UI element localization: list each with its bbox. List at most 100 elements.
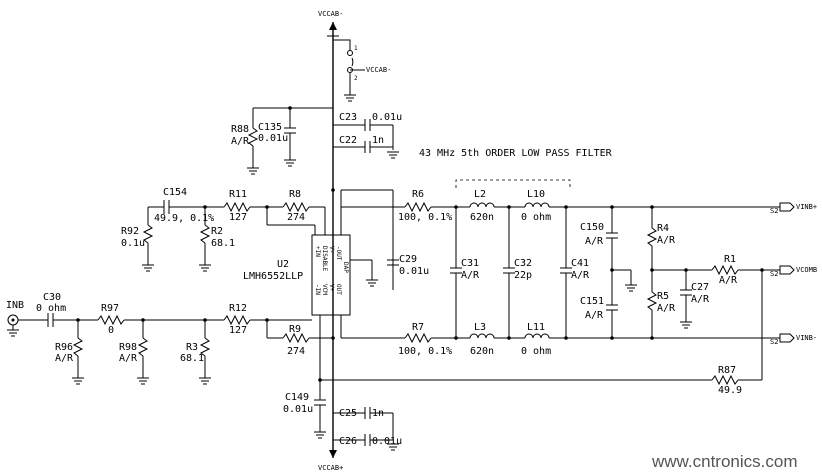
s2-label-bottom: S2: [770, 338, 778, 346]
u2-pin-dap: DAP: [342, 262, 349, 273]
c29-ref: C29: [399, 254, 417, 265]
r3-value: 68.1: [180, 353, 204, 364]
l10-ref: L10: [527, 189, 545, 200]
c25-ref: C25: [339, 408, 357, 419]
r88-ref: R88: [231, 124, 249, 135]
r98-value: A/R: [119, 353, 138, 364]
l3-value: 620n: [470, 346, 494, 357]
c32-value: 22p: [514, 270, 532, 281]
c23-value: 0.01u: [372, 112, 402, 123]
r12-value: 127: [229, 325, 247, 336]
l11-ref: L11: [527, 322, 545, 333]
filter-bracket: [455, 179, 571, 188]
c22-value: 1n: [372, 135, 384, 146]
c32-ref: C32: [514, 258, 532, 269]
u2-pin-v-plus: V+: [328, 284, 335, 292]
vinb-pos-port: VINB+: [796, 203, 817, 211]
r7-ref: R7: [412, 322, 424, 333]
r4-ref: R4: [657, 223, 669, 234]
r9-value: 274: [287, 346, 305, 357]
c151-ref: C151: [580, 296, 604, 307]
vcomb-port: VCOMB: [796, 266, 817, 274]
c23-ref: C23: [339, 112, 357, 123]
u2-pin-out: OUT: [335, 284, 342, 295]
jumper-pin-2: 2: [354, 75, 358, 82]
bottom-decoupling: [313, 380, 400, 451]
jumper-j-vccab: [333, 39, 365, 102]
jumper-pin-1: 1: [354, 45, 358, 52]
r88-c135-network: [246, 106, 333, 175]
top-input-path: [141, 200, 326, 272]
r92-ref: R92: [121, 226, 139, 237]
r6-ref: R6: [412, 189, 424, 200]
c151-value: A/R: [585, 310, 604, 321]
c30-ref: C30: [43, 292, 61, 303]
u2-pin-plus-in: +IN: [314, 246, 321, 257]
c149-value: 0.01u: [283, 404, 313, 415]
capacitors-c150-c151: [606, 207, 638, 338]
c22-ref: C22: [339, 135, 357, 146]
supply-rail-vertical: [327, 22, 339, 458]
r5-ref: R5: [657, 291, 669, 302]
r11-ref: R11: [229, 189, 247, 200]
bottom-input-path: [6, 313, 333, 385]
c27-ref: C27: [691, 282, 709, 293]
c149-ref: C149: [285, 392, 309, 403]
u2-pin-v-minus: V-: [328, 246, 335, 253]
c135-ref: C135: [258, 122, 282, 133]
u2-pin-vcm: VCM: [321, 284, 328, 295]
r2-value: 68.1: [211, 238, 235, 249]
r96-ref: R96: [55, 342, 73, 353]
c29-value: 0.01u: [399, 266, 429, 277]
r1-value: A/R: [719, 275, 738, 286]
l3-ref: L3: [474, 322, 486, 333]
s2-label-top: S2: [770, 207, 778, 215]
c150-ref: C150: [580, 222, 604, 233]
jumper-vccab-label: VCCAB-: [366, 66, 391, 74]
filter-title: 43 MHz 5th ORDER LOW PASS FILTER: [419, 148, 613, 159]
c41-ref: C41: [571, 258, 589, 269]
c26-value: 0.01u: [372, 436, 402, 447]
r2-ref: R2: [211, 226, 223, 237]
l2-value: 620n: [470, 212, 494, 223]
output-negative-line: [341, 332, 780, 344]
capacitor-c29: [387, 259, 399, 290]
s2-label-mid: S2: [770, 270, 778, 278]
c27-value: A/R: [691, 294, 710, 305]
c25-value: 1n: [372, 408, 384, 419]
r8-ref: R8: [289, 189, 301, 200]
r11-value: 127: [229, 212, 247, 223]
capacitor-c23: [333, 119, 394, 150]
c31-value: A/R: [461, 270, 480, 281]
u2-pin-minus-in: -IN: [314, 284, 321, 295]
u2-ref: U2: [277, 259, 289, 270]
r4-value: A/R: [657, 235, 676, 246]
c150-value: A/R: [585, 236, 604, 247]
output-positive-line: [341, 201, 780, 213]
c31-ref: C31: [461, 258, 479, 269]
r5-value: A/R: [657, 303, 676, 314]
u2-pin-disable: DISABLE: [321, 246, 328, 272]
r7-value: 100, 0.1%: [398, 346, 452, 357]
l11-value: 0 ohm: [521, 346, 551, 357]
c26-ref: C26: [339, 436, 357, 447]
r96-value: A/R: [55, 353, 74, 364]
c30-value: 0 ohm: [36, 303, 66, 314]
r87-ref: R87: [718, 365, 736, 376]
vinb-neg-port: VINB-: [796, 334, 817, 342]
c135-value: 0.01u: [258, 133, 288, 144]
r97-ref: R97: [101, 303, 119, 314]
resistor-r87-line: [318, 320, 762, 386]
u2-part-number: LMH6552LLP: [243, 271, 303, 282]
vccab-plus-label: VCCAB+: [318, 464, 343, 472]
capacitor-c22: [333, 141, 400, 159]
common-mode-network: [646, 207, 780, 380]
c154-ref: C154: [163, 187, 187, 198]
l10-value: 0 ohm: [521, 212, 551, 223]
r9-ref: R9: [289, 324, 301, 335]
r98-ref: R98: [119, 342, 137, 353]
vccab-minus-label: VCCAB-: [318, 10, 343, 18]
r92-value: 0.1u: [121, 238, 145, 249]
r1-ref: R1: [724, 254, 736, 265]
